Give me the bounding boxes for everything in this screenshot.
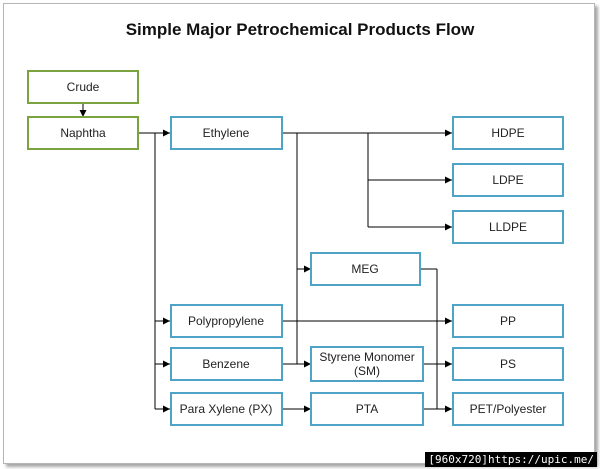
node-hdpe: HDPE [452, 116, 564, 150]
node-pet: PET/Polyester [452, 392, 564, 426]
node-ethylene: Ethylene [170, 116, 283, 150]
node-sm-label-line2: (SM) [354, 364, 380, 378]
node-polypropylene-label: Polypropylene [188, 314, 264, 328]
node-lldpe-label: LLDPE [489, 220, 527, 234]
node-styrene-monomer: Styrene Monomer (SM) [310, 346, 424, 382]
node-benzene-label: Benzene [202, 357, 250, 371]
node-meg-label: MEG [351, 262, 378, 276]
node-ps: PS [452, 347, 564, 381]
node-ldpe-label: LDPE [492, 173, 523, 187]
watermark: [960x720]https://upic.me/ [425, 452, 597, 467]
node-pta-label: PTA [356, 402, 378, 416]
connectors [79, 103, 452, 413]
node-polypropylene: Polypropylene [170, 304, 283, 338]
node-px-label: Para Xylene (PX) [180, 402, 273, 416]
node-hdpe-label: HDPE [491, 126, 524, 140]
node-naphtha: Naphtha [27, 116, 139, 150]
node-naphtha-label: Naphtha [60, 126, 106, 140]
node-pp: PP [452, 304, 564, 338]
node-benzene: Benzene [170, 347, 283, 381]
node-pet-label: PET/Polyester [470, 402, 547, 416]
node-crude-label: Crude [67, 80, 100, 94]
node-crude: Crude [27, 70, 139, 104]
node-pp-label: PP [500, 314, 516, 328]
node-lldpe: LLDPE [452, 210, 564, 244]
diagram-title: Simple Major Petrochemical Products Flow [125, 20, 475, 39]
node-ethylene-label: Ethylene [203, 126, 250, 140]
node-ps-label: PS [500, 357, 516, 371]
node-para-xylene: Para Xylene (PX) [170, 392, 283, 426]
node-ldpe: LDPE [452, 163, 564, 197]
node-sm-label-line1: Styrene Monomer [319, 350, 414, 364]
node-pta: PTA [310, 392, 424, 426]
node-meg: MEG [310, 252, 421, 286]
